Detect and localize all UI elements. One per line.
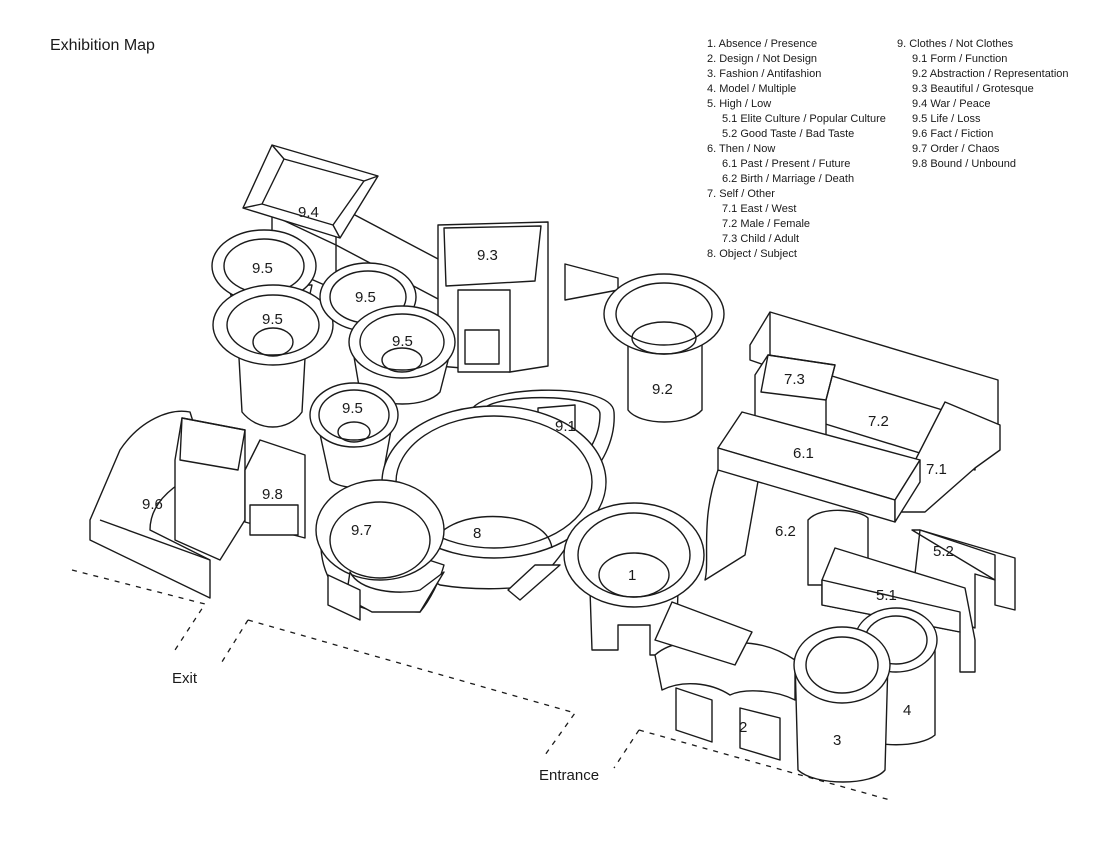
zone-label-7.2: 7.2	[868, 413, 889, 430]
zone-9.7[interactable]	[315, 479, 445, 621]
map-title: Exhibition Map	[50, 37, 155, 54]
legend-item: 7.2 Male / Female	[722, 218, 811, 230]
zone-3[interactable]	[793, 626, 891, 783]
legend-item: 9.1 Form / Function	[912, 53, 1008, 65]
legend-item: 7.1 East / West	[722, 203, 797, 215]
legend-item: 6.1 Past / Present / Future	[722, 158, 851, 170]
dashed-route	[71, 569, 891, 801]
zone-9.4[interactable]	[242, 144, 441, 301]
zone-9.5e[interactable]	[309, 382, 399, 489]
zone-label-4: 4	[903, 702, 911, 719]
legend-item: 7.3 Child / Adult	[722, 233, 800, 245]
legend-item: 6.2 Birth / Marriage / Death	[722, 173, 855, 185]
zone-label-1: 1	[628, 567, 636, 584]
zone-6.1[interactable]	[717, 411, 921, 523]
zone-label-9.5e: 9.5	[342, 400, 363, 417]
zone-label-5.2: 5.2	[933, 543, 954, 560]
legend-item: 2. Design / Not Design	[707, 53, 818, 65]
zone-label-9.5c: 9.5	[355, 289, 376, 306]
zone-2[interactable]	[654, 601, 796, 761]
legend-item: 9.3 Beautiful / Grotesque	[912, 83, 1034, 95]
zone-label-9.5a: 9.5	[252, 260, 273, 277]
zone-labels: 9.4 9.3 9.5 9.5 9.5 9.5 9.5 9.2 7.3 7.2 …	[142, 204, 954, 749]
legend-item: 6. Then / Now	[707, 143, 776, 155]
legend-column-1: 1. Absence / Presence 2. Design / Not Des…	[707, 37, 886, 262]
legend-item: 3. Fashion / Antifashion	[707, 68, 822, 80]
legend-item: 9.8 Bound / Unbound	[912, 158, 1016, 170]
legend-item: 5.2 Good Taste / Bad Taste	[722, 128, 855, 140]
zone-label-6.2: 6.2	[775, 523, 796, 540]
legend-item: 5. High / Low	[707, 98, 772, 110]
entrance-label: Entrance	[539, 767, 600, 784]
zone-label-2: 2	[739, 719, 747, 736]
zone-label-9.3: 9.3	[477, 247, 498, 264]
zone-9.8[interactable]	[244, 439, 306, 539]
zone-label-9.8: 9.8	[262, 486, 283, 503]
legend-item: 1. Absence / Presence	[707, 38, 818, 50]
zone-9.6[interactable]	[89, 410, 246, 599]
legend-item: 9.6 Fact / Fiction	[912, 128, 994, 140]
legend-item: 9.2 Abstraction / Representation	[912, 68, 1069, 80]
zone-label-5.1: 5.1	[876, 587, 897, 604]
zone-9.2[interactable]	[564, 263, 725, 423]
legend-item: 9.7 Order / Chaos	[912, 143, 1000, 155]
zone-label-8: 8	[473, 525, 481, 542]
legend-item: 9.5 Life / Loss	[912, 113, 981, 125]
zone-label-7.1: 7.1	[926, 461, 947, 478]
zone-label-9.5b: 9.5	[262, 311, 283, 328]
zone-label-6.1: 6.1	[793, 445, 814, 462]
zone-9.3[interactable]	[437, 221, 549, 373]
exit-label: Exit	[172, 670, 198, 687]
zone-9.5b[interactable]	[212, 284, 334, 428]
legend-item: 8. Object / Subject	[707, 248, 797, 260]
legend-item: 4. Model / Multiple	[707, 83, 797, 95]
legend-item: 5.1 Elite Culture / Popular Culture	[722, 113, 886, 125]
zone-7.3[interactable]	[754, 354, 836, 441]
zone-label-9.4: 9.4	[298, 204, 319, 221]
zone-label-9.2: 9.2	[652, 381, 673, 398]
legend-column-2: 9. Clothes / Not Clothes 9.1 Form / Funct…	[897, 37, 1069, 172]
zone-label-9.1: 9.1	[555, 418, 576, 435]
zone-label-9.5d: 9.5	[392, 333, 413, 350]
legend-item: 9.4 War / Peace	[912, 98, 991, 110]
zone-label-7.3: 7.3	[784, 371, 805, 388]
zone-label-9.6: 9.6	[142, 496, 163, 513]
legend-item: 7. Self / Other	[707, 188, 775, 200]
zone-label-3: 3	[833, 732, 841, 749]
legend-item: 9. Clothes / Not Clothes	[897, 38, 1014, 50]
zone-label-9.7: 9.7	[351, 522, 372, 539]
